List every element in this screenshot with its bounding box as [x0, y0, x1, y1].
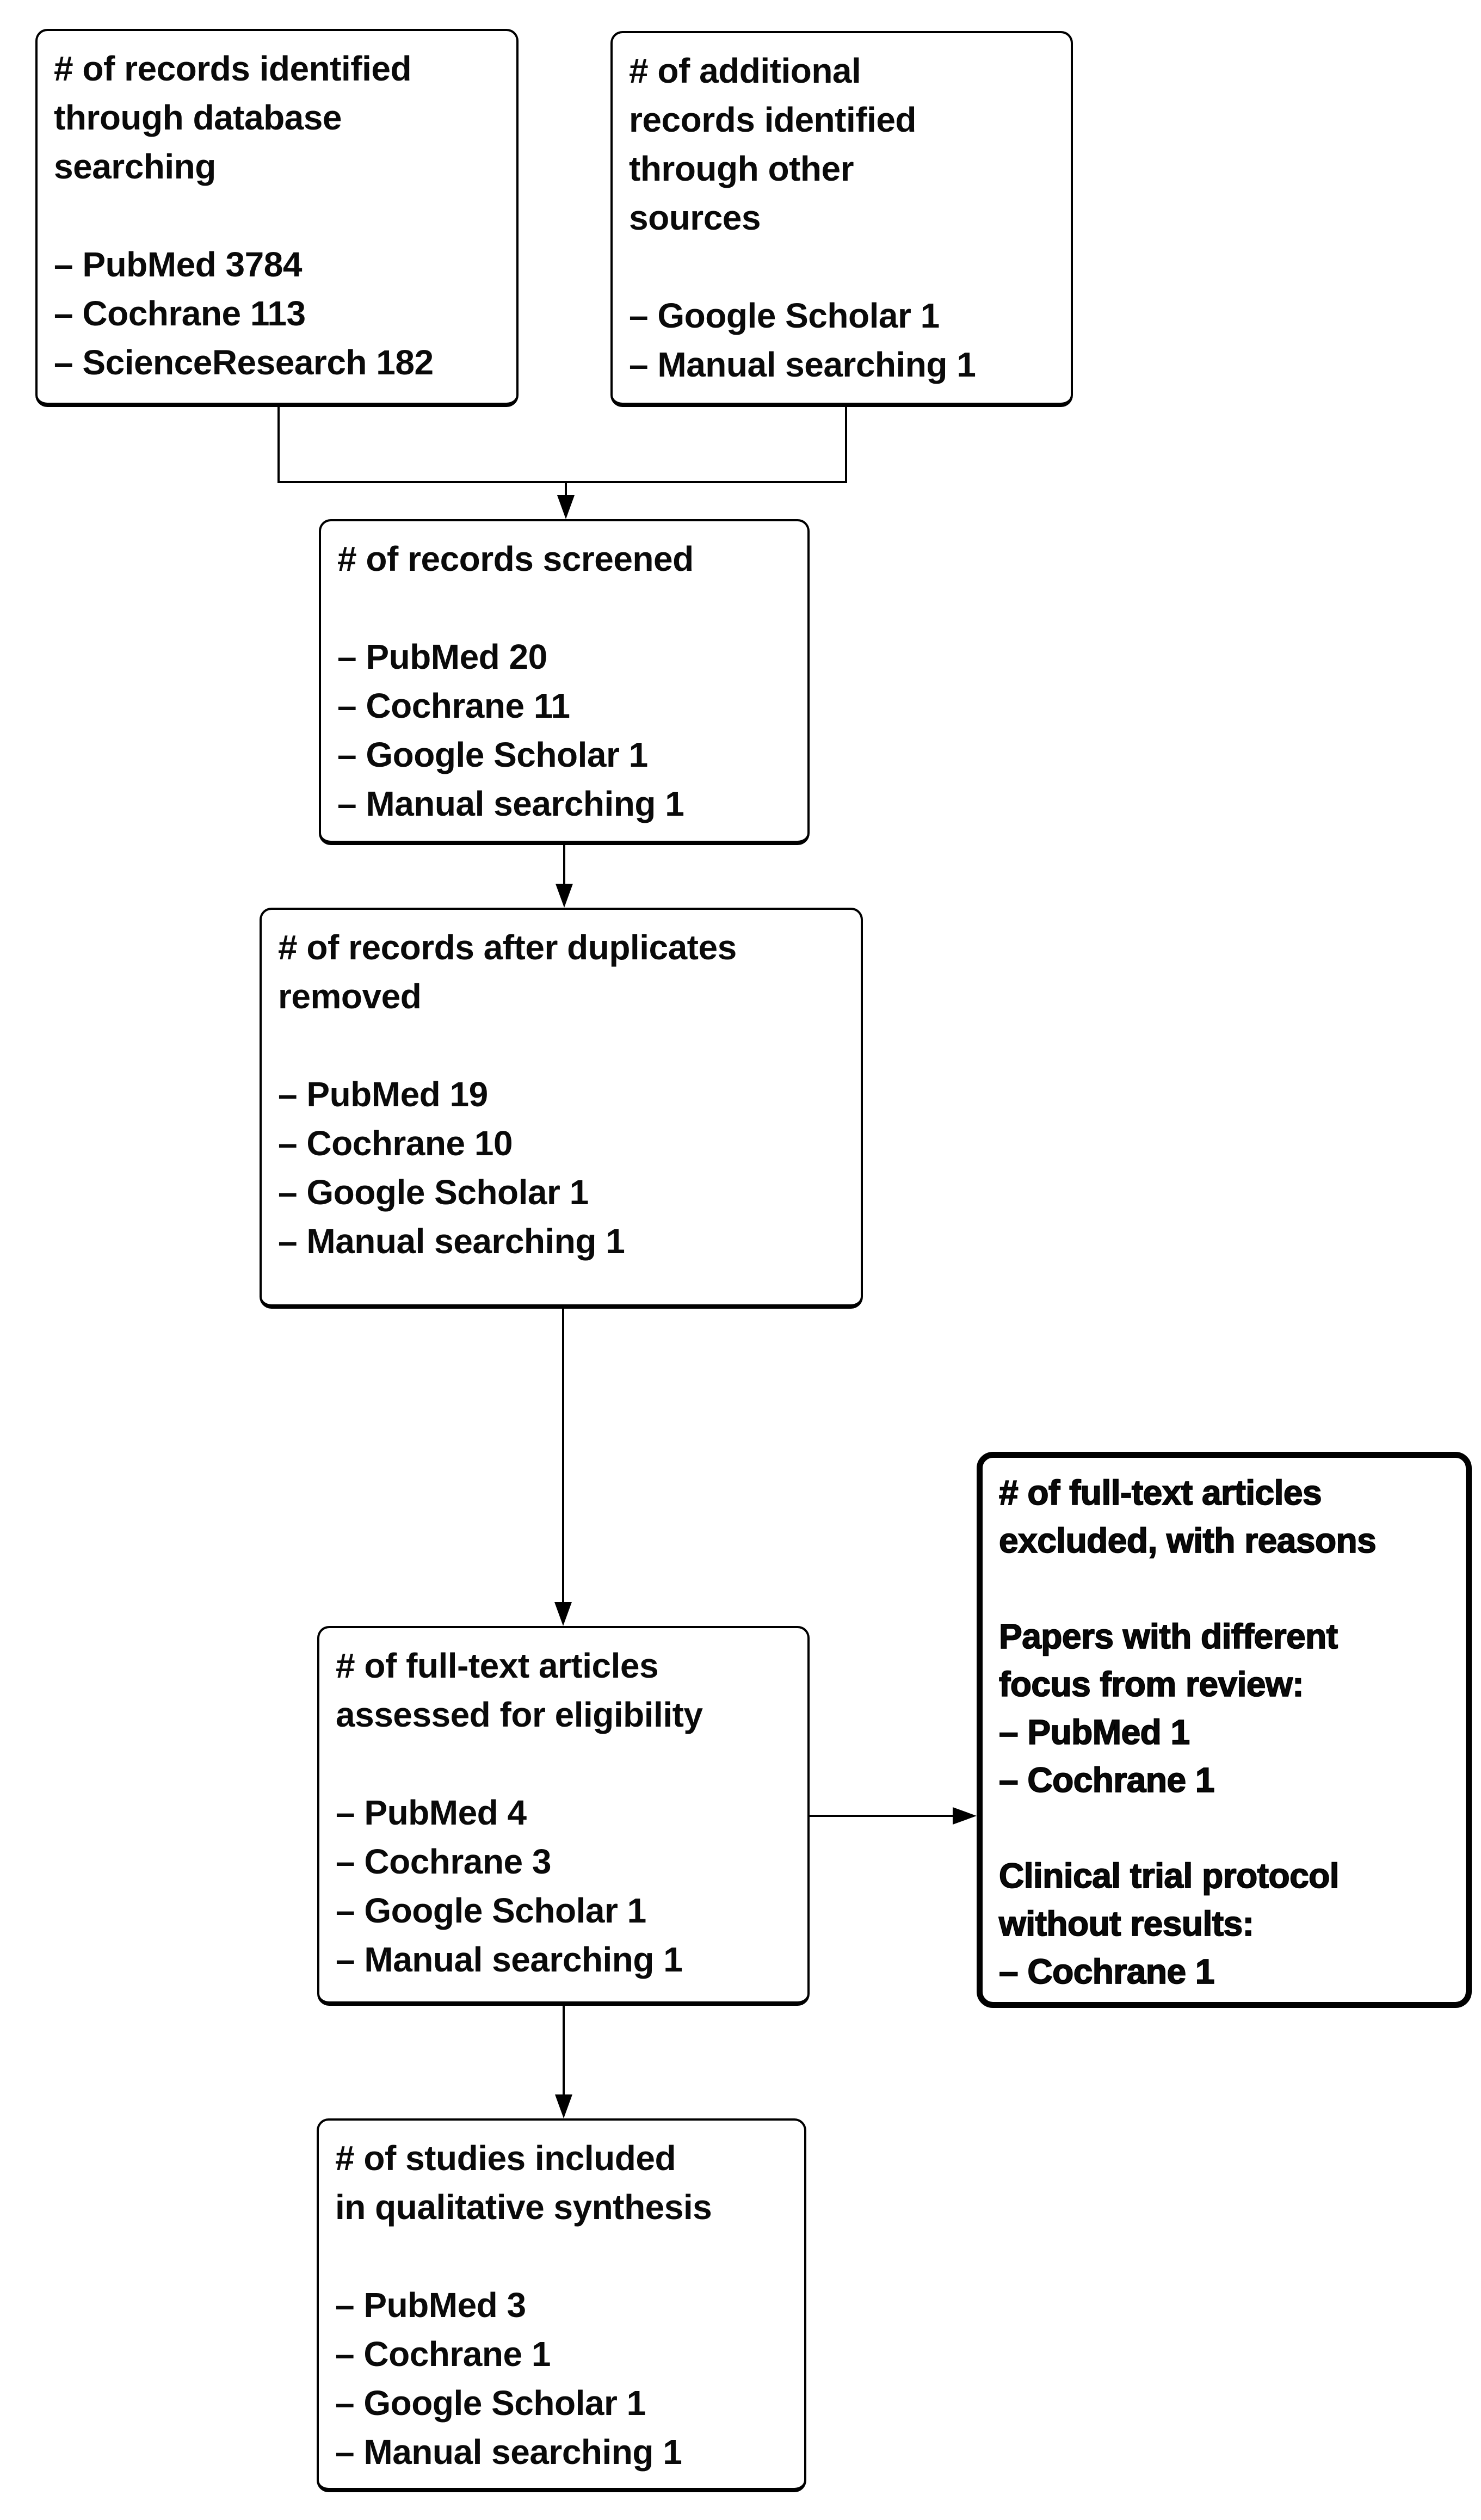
- box-title-line: # of records after duplicates: [278, 928, 737, 967]
- list-item: – PubMed 19: [278, 1075, 488, 1114]
- box-records-identified-database: # of records identified through database…: [35, 29, 519, 407]
- box-fulltext-excluded-with-reasons: # of full-text articles excluded, with r…: [977, 1452, 1472, 2008]
- connector-screened-to-deduplicated: [563, 845, 565, 887]
- list-item: – Google Scholar 1: [278, 1173, 589, 1212]
- box-title-line: excluded, with reasons: [998, 1520, 1377, 1561]
- box-title-line: removed: [278, 977, 422, 1016]
- connector-merge-horizontal: [277, 481, 847, 483]
- list-item: – PubMed 4: [336, 1793, 527, 1832]
- list-item: – PubMed 3: [335, 2285, 526, 2325]
- list-item: – Manual searching 1: [278, 1222, 625, 1261]
- list-item: – Cochrane 3: [336, 1842, 551, 1881]
- blank-line: [278, 1021, 847, 1070]
- connector-assessed-to-included: [563, 2006, 565, 2098]
- arrowhead-to-screened: [557, 495, 575, 519]
- box-title-line: # of full-text articles: [336, 1646, 659, 1685]
- box-title-line: # of additional: [629, 51, 861, 90]
- exclusion-reason-label-line: focus from review:: [998, 1664, 1304, 1704]
- box-title-line: sources: [629, 198, 761, 237]
- box-title-line: through other: [629, 149, 854, 188]
- arrowhead-to-excluded: [953, 1807, 977, 1825]
- list-item: – Manual searching 1: [337, 784, 684, 823]
- connector-stub-other-sources: [845, 407, 847, 483]
- list-item: – Manual searching 1: [336, 1940, 683, 1979]
- list-item: – Google Scholar 1: [336, 1891, 646, 1930]
- blank-line: [629, 242, 1057, 291]
- box-title-line: records identified: [629, 100, 917, 139]
- list-item: – Cochrane 1: [998, 1951, 1215, 1992]
- box-title-line: # of studies included: [335, 2139, 676, 2178]
- connector-assessed-to-excluded: [810, 1815, 956, 1817]
- list-item: – Manual searching 1: [629, 345, 976, 384]
- list-item: – Manual searching 1: [335, 2432, 682, 2472]
- exclusion-reason-label-line: Clinical trial protocol: [998, 1856, 1340, 1896]
- connector-stub-database: [277, 407, 280, 483]
- list-item: – Cochrane 113: [54, 294, 306, 333]
- box-records-after-duplicates-removed: # of records after duplicates removed – …: [260, 908, 863, 1309]
- exclusion-reason-label-line: Papers with different: [998, 1616, 1338, 1656]
- box-title-line: # of records screened: [337, 539, 694, 578]
- arrowhead-to-assessed: [554, 1602, 572, 1626]
- list-item: – PubMed 20: [337, 637, 547, 676]
- list-item: – Google Scholar 1: [335, 2383, 646, 2423]
- list-item: – Google Scholar 1: [629, 296, 940, 335]
- box-fulltext-assessed-eligibility: # of full-text articles assessed for eli…: [317, 1626, 810, 2006]
- box-title-line: # of full-text articles: [998, 1472, 1322, 1513]
- list-item: – ScienceResearch 182: [54, 343, 434, 382]
- arrowhead-to-included: [555, 2094, 572, 2118]
- box-title-line: searching: [54, 147, 216, 186]
- list-item: – Cochrane 10: [278, 1124, 513, 1163]
- blank-line: [335, 2232, 790, 2281]
- box-title-line: through database: [54, 98, 342, 137]
- blank-line: [337, 583, 793, 632]
- list-item: – Cochrane 1: [335, 2334, 551, 2374]
- list-item: – Cochrane 1: [998, 1760, 1215, 1800]
- exclusion-reason-label-line: without results:: [998, 1903, 1255, 1944]
- list-item: – PubMed 1: [998, 1712, 1190, 1752]
- box-records-screened: # of records screened – PubMed 20 – Coch…: [319, 519, 810, 845]
- arrowhead-to-deduplicated: [556, 884, 573, 908]
- blank-line: [999, 1564, 1452, 1612]
- list-item: – Cochrane 11: [337, 686, 570, 725]
- box-studies-included-qualitative-synthesis: # of studies included in qualitative syn…: [317, 2118, 806, 2492]
- box-title-line: assessed for eligibility: [336, 1695, 703, 1734]
- box-title-line: in qualitative synthesis: [335, 2188, 712, 2227]
- connector-deduplicated-to-assessed: [562, 1309, 564, 1605]
- list-item: – PubMed 3784: [54, 245, 302, 284]
- box-records-identified-other-sources: # of additional records identified throu…: [610, 31, 1073, 407]
- list-item: – Google Scholar 1: [337, 735, 648, 774]
- blank-line: [54, 191, 502, 240]
- blank-line: [999, 1804, 1452, 1852]
- connector-merge-stem: [565, 481, 567, 501]
- blank-line: [336, 1739, 793, 1788]
- box-title-line: # of records identified: [54, 49, 412, 88]
